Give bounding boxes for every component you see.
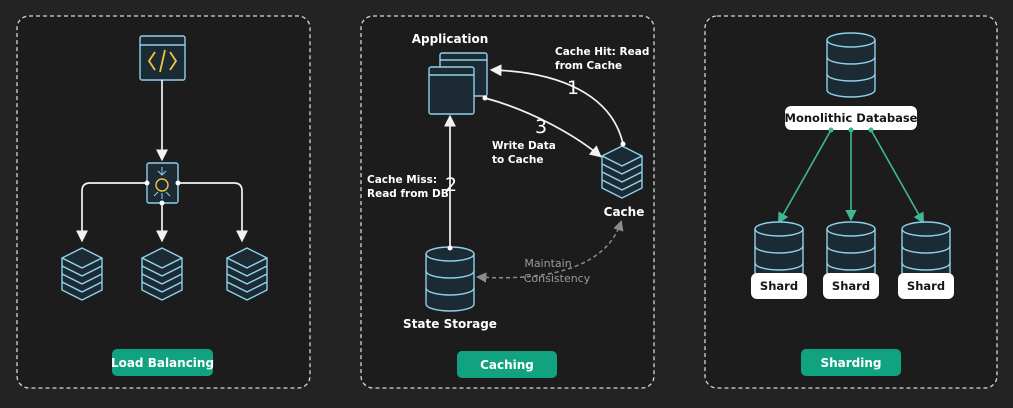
code-icon	[139, 35, 186, 81]
monolithic-database-label: Monolithic Database	[785, 111, 918, 125]
caching-label: Caching	[480, 358, 534, 372]
cache-hit-line1: Cache Hit: Read	[555, 46, 649, 58]
monolithic-database-box: Monolithic Database	[785, 106, 918, 130]
caching-button[interactable]: Caching	[457, 351, 557, 378]
shard-label: Shard	[832, 279, 870, 293]
write-data-line2: to Cache	[492, 154, 544, 166]
shard-box: Shard	[751, 273, 807, 299]
server-icon	[226, 247, 268, 301]
sharding-panel: Monolithic Database Shard Shard Shard	[704, 15, 998, 389]
shard-box: Shard	[823, 273, 879, 299]
sharding-button[interactable]: Sharding	[801, 349, 901, 376]
distribution-arrows	[76, 180, 248, 243]
cache-miss-line2: Read from DB	[367, 188, 449, 200]
shard-label: Shard	[907, 279, 945, 293]
shard-label: Shard	[760, 279, 798, 293]
cache-hit-line2: from Cache	[555, 60, 622, 72]
state-storage-label: State Storage	[403, 317, 497, 331]
cache-hit-arrow	[489, 64, 624, 145]
shard-arrows	[777, 127, 925, 224]
state-storage-icon	[425, 246, 475, 312]
step-2-number: 2	[445, 174, 457, 196]
shard-box: Shard	[898, 273, 954, 299]
cache-label: Cache	[604, 205, 645, 219]
application-label: Application	[412, 32, 489, 46]
cache-icon	[601, 145, 643, 199]
load-balancing-panel: Load Balancing	[16, 15, 311, 389]
consistency-line2: Consistency	[524, 272, 591, 285]
database-icon	[826, 32, 876, 98]
step-1-number: 1	[567, 77, 579, 99]
step-3-number: 3	[535, 116, 547, 138]
sharding-label: Sharding	[820, 356, 881, 370]
consistency-arrow	[475, 220, 624, 283]
load-balancing-button[interactable]: Load Balancing	[111, 349, 214, 376]
server-icon	[141, 247, 183, 301]
load-balancer-icon	[146, 162, 179, 204]
write-data-arrow	[484, 97, 602, 158]
write-data-line1: Write Data	[492, 140, 556, 152]
load-balancing-label: Load Balancing	[111, 356, 214, 370]
cache-miss-line1: Cache Miss:	[367, 174, 437, 186]
caching-panel: Application Cache State Storage 1 Cache …	[360, 15, 655, 389]
consistency-line1: Maintain	[524, 257, 571, 270]
application-icon	[428, 52, 488, 115]
server-icon	[61, 247, 103, 301]
